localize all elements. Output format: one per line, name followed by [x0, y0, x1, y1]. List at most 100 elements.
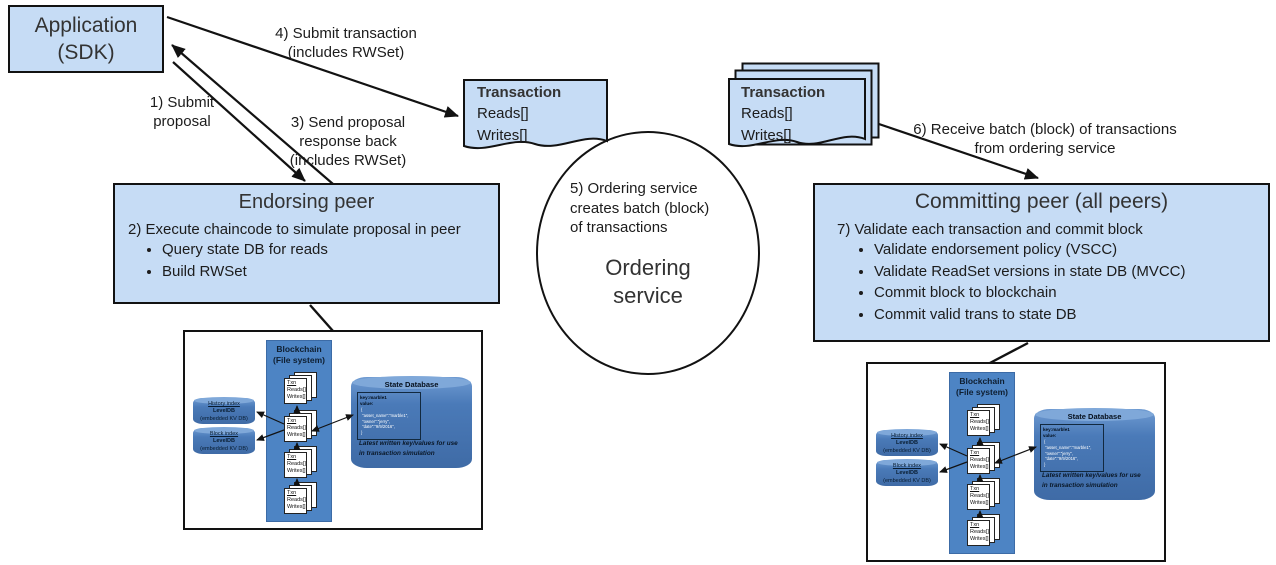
txn-document: Txn Reads[] Writes[] — [284, 452, 307, 478]
endorsing-peer-step: 2) Execute chaincode to simulate proposa… — [128, 221, 461, 238]
block-index-engine: LevelDB — [895, 470, 918, 477]
txn-block: Txn Reads[] Writes[] — [967, 404, 1003, 437]
txn-title: Txn — [970, 412, 980, 418]
txn-reads: Reads[] — [287, 460, 306, 467]
record-key: key:marble1 — [360, 395, 387, 400]
txn-writes: Writes[] — [970, 425, 989, 432]
txn-writes: Writes[] — [287, 393, 306, 400]
endorsing-peer-title: Endorsing peer — [238, 191, 375, 213]
txn-reads: Reads[] — [970, 528, 989, 535]
block-index-db: Block index LevelDB (embedded KV DB) — [876, 459, 938, 486]
bullet-item: Validate ReadSet versions in state DB (M… — [874, 261, 1268, 283]
block-index-db: Block index LevelDB (embedded KV DB) — [193, 427, 255, 454]
ordering-service-circle: 5) Ordering service creates batch (block… — [536, 131, 760, 375]
record-json: { "asset_name":"marble1", "owner":"jerry… — [361, 407, 409, 436]
state-database: State Database key:marble1 value: { "ass… — [351, 376, 472, 468]
block-index-note: (embedded KV DB) — [883, 477, 931, 484]
txn-document: Txn Reads[] Writes[] — [967, 448, 990, 474]
txn-reads: Reads[] — [970, 492, 989, 499]
txn-writes: Writes[] — [287, 503, 306, 510]
txn-title: Txn — [970, 486, 980, 492]
txn-block: Txn Reads[] Writes[] — [967, 514, 1003, 547]
txn-title: Txn — [287, 454, 297, 460]
txn-title: Txn — [287, 490, 297, 496]
committing-peer-step: 7) Validate each transaction and commit … — [837, 221, 1143, 238]
block-index-note: (embedded KV DB) — [200, 445, 248, 452]
blockchain-label: Blockchain (File system) — [273, 344, 325, 365]
state-database-caption: Latest written key/values for use in tra… — [359, 440, 458, 457]
txn-document: Txn Reads[] Writes[] — [967, 484, 990, 510]
transaction-batch-text: Transaction Reads[] Writes[] — [741, 82, 825, 146]
transaction-writes: Writes[] — [477, 126, 528, 144]
application-sdk-box: Application (SDK) — [8, 5, 164, 73]
committing-peer-box: Committing peer (all peers) 7) Validate … — [813, 183, 1270, 342]
txn-reads: Reads[] — [287, 424, 306, 431]
block-index-name: Block index — [209, 431, 239, 437]
transaction-document — [463, 79, 608, 150]
connector-endorser-storage — [309, 304, 334, 332]
txn-writes: Writes[] — [970, 535, 989, 542]
txn-title: Txn — [287, 418, 297, 424]
txn-reads: Reads[] — [287, 386, 306, 393]
txn-title: Txn — [287, 380, 297, 386]
document-shape — [463, 79, 608, 150]
endorser-storage-diagram: Blockchain (File system) Txn Reads[] Wri… — [183, 330, 483, 530]
state-database: State Database key:marble1 value: { "ass… — [1034, 408, 1155, 500]
arrow-receive-batch — [872, 120, 1039, 180]
label-step-3: 3) Send proposal response back (includes… — [289, 114, 407, 169]
transaction-title: Transaction — [477, 84, 562, 101]
history-index-engine: LevelDB — [895, 440, 918, 447]
label-step-1: 1) Submit proposal — [149, 94, 215, 130]
front-document-shape — [728, 78, 866, 148]
history-index-note: (embedded KV DB) — [883, 447, 931, 454]
bullet-item: Query state DB for reads — [162, 239, 498, 261]
blockchain-label: Blockchain (File system) — [956, 376, 1008, 397]
committing-peer-title: Committing peer (all peers) — [914, 190, 1169, 213]
label-step-5: 5) Ordering service creates batch (block… — [570, 180, 710, 236]
txn-block: Txn Reads[] Writes[] — [967, 478, 1003, 511]
txn-document: Txn Reads[] Writes[] — [284, 488, 307, 514]
block-index-name: Block index — [892, 463, 922, 469]
ordering-service-name: Ordering service — [605, 255, 691, 308]
history-index-name: History index — [208, 401, 240, 407]
record-value-label: value: — [360, 401, 374, 407]
arrow-proposal-response — [171, 44, 334, 185]
transaction-batch-documents — [728, 62, 880, 148]
record-value-label: value: — [1043, 433, 1057, 439]
txn-writes: Writes[] — [970, 463, 989, 470]
committing-peer-bullets: Validate endorsement policy (VSCC) Valid… — [815, 239, 1268, 325]
history-index-engine: LevelDB — [212, 408, 235, 415]
transaction-reads: Reads[] — [741, 105, 793, 123]
arrow-submit-proposal — [172, 61, 306, 182]
connector-committer-storage — [987, 341, 1029, 366]
txn-document: Txn Reads[] Writes[] — [284, 378, 307, 404]
txn-writes: Writes[] — [287, 467, 306, 474]
state-database-title: State Database — [384, 380, 439, 389]
block-index-engine: LevelDB — [212, 438, 235, 445]
history-index-name: History index — [891, 433, 923, 439]
txn-reads: Reads[] — [970, 456, 989, 463]
committer-storage-diagram: Blockchain (File system) Txn Reads[] Wri… — [866, 362, 1166, 562]
txn-reads: Reads[] — [287, 496, 306, 503]
state-database-title: State Database — [1067, 412, 1122, 421]
txn-writes: Writes[] — [287, 431, 306, 438]
state-record: key:marble1 value: { "asset_name":"marbl… — [1040, 424, 1104, 472]
history-index-note: (embedded KV DB) — [200, 415, 248, 422]
txn-block: Txn Reads[] Writes[] — [284, 446, 320, 479]
arrow-submit-transaction — [166, 15, 459, 118]
transaction-document-text: Transaction Reads[] Writes[] — [477, 82, 561, 146]
txn-block: Txn Reads[] Writes[] — [284, 410, 320, 443]
history-index-db: History index LevelDB (embedded KV DB) — [876, 429, 938, 456]
label-step-4: 4) Submit transaction (includes RWSet) — [275, 25, 417, 61]
endorsing-peer-box: Endorsing peer 2) Execute chaincode to s… — [113, 183, 500, 304]
state-record: key:marble1 value: { "asset_name":"marbl… — [357, 392, 421, 440]
bullet-item: Validate endorsement policy (VSCC) — [874, 239, 1268, 261]
txn-writes: Writes[] — [970, 499, 989, 506]
application-title: Application (SDK) — [34, 14, 138, 64]
transaction-title: Transaction — [741, 84, 826, 101]
record-key: key:marble1 — [1043, 427, 1070, 432]
txn-title: Txn — [970, 450, 980, 456]
storage-arrows — [256, 405, 354, 486]
